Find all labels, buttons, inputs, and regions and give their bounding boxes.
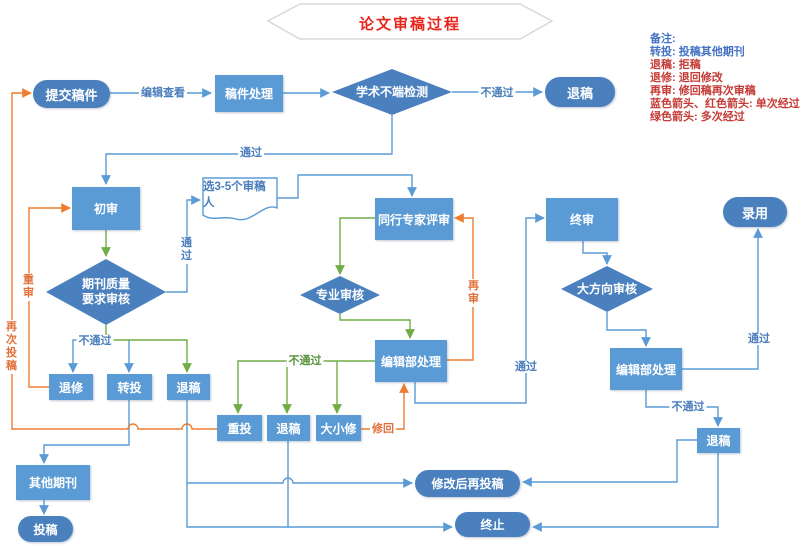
node-reject-row2: 退稿 (267, 415, 310, 441)
edge-reject-right-to-revise (522, 439, 697, 487)
misconduct-check-diamond (332, 69, 452, 115)
edge-editorial-to-resubmit (233, 360, 375, 414)
edge-label-pass-quality: 通过 (180, 236, 193, 264)
legend-item: 绿色箭头: 多次经过 (650, 111, 745, 123)
node-revise-resubmit: 修改后再投稿 (415, 470, 520, 497)
legend-item: 退修: 退回修改 (650, 72, 723, 84)
edge-editorial-to-final (414, 213, 545, 404)
edge-label-revise-back: 修回 (370, 423, 396, 435)
node-return-revise: 退修 (49, 374, 93, 400)
node-terminate: 终止 (455, 512, 530, 537)
edge-quality-to-reject1 (105, 325, 192, 373)
edge-label-re-first-review: 重审 (22, 273, 35, 301)
legend-item: 转投: 投稿其他期刊 (650, 46, 745, 58)
green-connectors (101, 217, 415, 414)
diamond-shapes (46, 69, 653, 325)
edge-reject1-to-revise-resubmit (187, 477, 413, 488)
edge-reject1-to-terminate (186, 400, 453, 532)
edge-editorial-right-to-accept (682, 228, 763, 370)
node-transfer: 转投 (107, 374, 152, 400)
edge-resubmit-to-submit (11, 88, 217, 430)
node-reject-right: 退稿 (697, 428, 740, 453)
edge-label-editor-view: 编辑查看 (139, 87, 187, 99)
edge-peer-to-professional (335, 217, 375, 275)
node-editorial-right: 编辑部处理 (610, 348, 682, 390)
node-first-review: 初审 (72, 187, 140, 230)
edge-label-fail-quality: 不通过 (76, 335, 114, 347)
blue-connectors (39, 87, 763, 532)
edge-label-pass-top: 通过 (238, 147, 264, 159)
node-other-journal: 其他期刊 (16, 465, 90, 500)
edge-direction-to-editorial-right (606, 312, 651, 347)
edge-label-resubmit-again: 再次投稿 (5, 320, 18, 374)
node-submit-manuscript: 提交稿件 (33, 80, 110, 108)
edge-reject-right-to-terminate (532, 453, 719, 532)
node-submit-other: 投稿 (18, 516, 73, 542)
node-major-minor: 大小修 (316, 415, 361, 441)
edge-professional-to-editorial (339, 314, 415, 339)
edge-label-pass-right: 通过 (746, 333, 772, 345)
edge-label-fail-center: 不通过 (286, 355, 324, 367)
professional-review-diamond (300, 276, 380, 314)
legend-item: 退稿: 拒稿 (650, 59, 701, 71)
legend: 备注: 转投: 投稿其他期刊 退稿: 拒稿 退修: 退回修改 再审: 修回稿再次… (650, 33, 800, 124)
legend-item: 蓝色箭头、红色箭头: 单次经过 (650, 98, 800, 110)
select-reviewers-document (202, 177, 278, 221)
node-peer-review: 同行专家评审 (375, 198, 453, 240)
edge-label-pass-center: 通过 (513, 361, 539, 373)
edge-label-re-review: 再审 (467, 279, 480, 307)
node-editorial-center: 编辑部处理 (375, 340, 447, 382)
label-select-reviewers: 选3-5个审稿人 (203, 181, 266, 209)
legend-item: 再审: 修回稿再次审稿 (650, 85, 756, 97)
edge-label-fail-right: 不通过 (669, 401, 707, 413)
legend-heading: 备注: (650, 33, 676, 45)
edge-final-to-direction (582, 240, 612, 265)
quality-check-diamond (46, 259, 166, 325)
edge-label-fail-top: 不通过 (478, 87, 516, 99)
edge-transfer-to-other-journal (39, 400, 130, 464)
node-final-review: 终审 (546, 198, 618, 241)
page-title: 论文审稿过程 (358, 16, 461, 33)
node-resubmit: 重投 (217, 415, 262, 441)
node-manuscript-handling: 稿件处理 (215, 75, 283, 112)
node-reject-row1: 退稿 (167, 374, 210, 400)
edge-reviewers-to-peer (277, 174, 417, 199)
node-accept: 录用 (723, 197, 787, 227)
title-banner-shape (266, 3, 554, 40)
direction-review-diamond (561, 266, 653, 312)
node-reject-top: 退稿 (545, 77, 615, 107)
